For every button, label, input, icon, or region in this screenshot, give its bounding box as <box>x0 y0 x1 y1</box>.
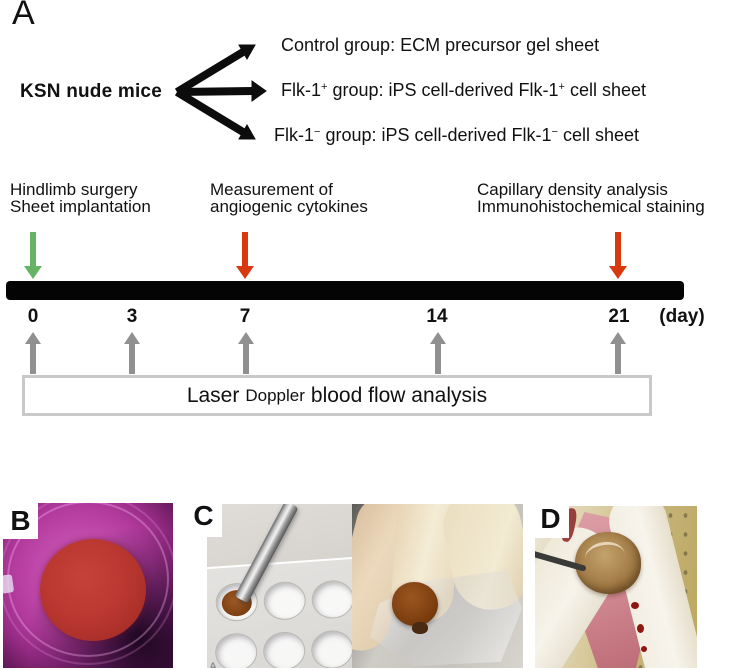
flk1-pos-post: cell sheet <box>564 80 647 100</box>
panel-b-label: B <box>3 502 38 539</box>
timeline-bar <box>6 281 684 300</box>
day-label-14: 14 <box>426 306 448 327</box>
event-day0-line1: Hindlimb surgery <box>10 180 138 199</box>
flk1-pos-mid: group: iPS cell-derived Flk-1 <box>327 80 559 100</box>
red-down-arrow-day7-icon <box>236 232 254 279</box>
panel-c-label: C <box>185 494 222 537</box>
laser-doppler-box: Laser Doppler blood flow analysis <box>22 375 652 416</box>
day-label-3: 3 <box>126 306 138 327</box>
flk1-neg-mid: group: iPS cell-derived Flk-1 <box>320 125 552 145</box>
brown-cell-sheet-on-film <box>392 582 438 626</box>
panel-d-label: D <box>532 500 569 538</box>
blood-spot <box>641 646 647 652</box>
plate-well <box>309 629 352 668</box>
subject-label: KSN nude mice <box>20 81 162 102</box>
red-cell-sheet <box>40 539 146 641</box>
gray-up-arrow-day3-icon <box>124 332 140 374</box>
event-day21-line2: Immunohistochemical staining <box>477 197 705 216</box>
laser-box-word1: Laser <box>186 383 240 407</box>
plate-well <box>261 630 307 668</box>
red-down-arrow-day21-icon <box>609 232 627 279</box>
branch-arrow-bottom <box>174 88 246 136</box>
sheet-edge-shadow <box>412 622 428 634</box>
branch-arrowhead-top <box>238 44 256 61</box>
group-flk1-negative-label: Flk-1− group: iPS cell-derived Flk-1− ce… <box>274 125 639 146</box>
flk1-pos-sup1: + <box>321 81 328 93</box>
event-day0-line2: Sheet implantation <box>10 197 151 216</box>
event-day7-line1: Measurement of <box>210 180 333 199</box>
flk1-neg-sup2: − <box>551 126 558 138</box>
branch-arrowhead-bottom <box>238 123 256 140</box>
day-label-0: 0 <box>27 306 39 327</box>
gray-up-arrow-day21-icon <box>610 332 626 374</box>
group-flk1-positive-label: Flk-1+ group: iPS cell-derived Flk-1+ ce… <box>281 80 646 101</box>
branch-arrow-mid <box>176 87 254 96</box>
green-down-arrow-icon <box>24 232 42 279</box>
sheet-highlight <box>583 539 627 574</box>
laser-box-word3: blood flow analysis <box>310 383 488 407</box>
event-day7-label: Measurement of angiogenic cytokines <box>210 181 368 215</box>
event-day0-label: Hindlimb surgery Sheet implantation <box>10 181 151 215</box>
day-unit-label: (day) <box>659 306 705 327</box>
plate-well <box>213 631 259 668</box>
flk1-pos-pre: Flk-1 <box>281 80 321 100</box>
gray-up-arrow-day14-icon <box>430 332 446 374</box>
laser-box-word2: Doppler <box>245 385 305 405</box>
group-control-label: Control group: ECM precursor gel sheet <box>281 35 599 56</box>
gray-up-arrow-day7-icon <box>238 332 254 374</box>
blood-spot <box>637 624 644 633</box>
implanted-brown-sheet <box>575 532 641 594</box>
photo-sheet-handling: A B <box>207 504 523 668</box>
panel-a-label: A <box>12 0 35 32</box>
plate-well <box>310 578 352 620</box>
event-day7-line2: angiogenic cytokines <box>210 197 368 216</box>
group-control-text: Control group: ECM precursor gel sheet <box>281 35 600 55</box>
day-label-21: 21 <box>608 306 630 327</box>
branch-arrows-icon <box>174 44 267 140</box>
day-label-7: 7 <box>239 306 251 327</box>
photo-gloved-hand <box>352 504 523 668</box>
flk1-neg-sup1: − <box>314 126 321 138</box>
flk1-neg-post: cell sheet <box>557 125 640 145</box>
event-day21-line1: Capillary density analysis <box>477 180 668 199</box>
photo-implanted-sheet <box>535 506 697 668</box>
plate-well <box>262 580 308 622</box>
multiwell-plate: A B <box>207 556 352 668</box>
flk1-pos-sup2: + <box>558 81 565 93</box>
photo-well-plate: A B <box>207 504 352 668</box>
branch-arrowhead-mid <box>251 80 267 102</box>
plate-row-label-a: A <box>208 660 218 668</box>
blood-spot <box>631 602 639 609</box>
dish-rim-outer <box>3 503 173 665</box>
event-day21-label: Capillary density analysis Immunohistoch… <box>477 181 705 215</box>
flk1-neg-pre: Flk-1 <box>274 125 314 145</box>
gray-up-arrow-day0-icon <box>25 332 41 374</box>
branch-arrow-top <box>174 48 246 96</box>
